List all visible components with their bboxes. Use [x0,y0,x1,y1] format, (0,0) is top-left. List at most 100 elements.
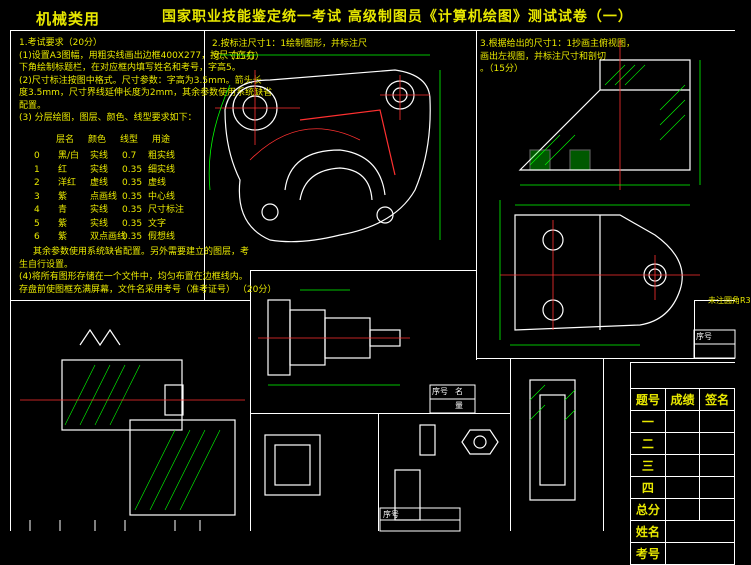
divider-q2-q3 [476,30,477,360]
layer-cell: 点画线 [90,191,118,202]
parts-lists [379,329,736,532]
score-row-label: 总分 [630,498,666,521]
sleeve-drawing [264,434,321,496]
layer-cell: 紫 [58,191,68,202]
shaft-drawing [267,299,401,376]
layer-cell: 0.35 [122,218,143,229]
q3-front-view [518,59,691,171]
exam-label: 考号 [630,542,666,565]
layer-cell: 0.35 [122,232,143,242]
layer-cell: 文字 [148,218,167,229]
layer-cell: 2 [34,178,40,188]
divider-lower-col [510,358,511,531]
layer-cell: 双点画线 [90,232,127,242]
top-frame-line [10,30,735,31]
divider-q1-q2 [204,30,205,300]
q2-centerlines [215,70,430,161]
table-row: 三 [630,454,735,477]
cad-drawings [20,40,736,532]
layer-cell: 中心线 [148,191,176,202]
name-label: 姓名 [630,520,666,543]
score-row-label: 一 [630,410,666,433]
layer-cell: 紫 [58,232,68,242]
layer-cell: 4 [34,205,40,215]
q1-tail-line: 其余参数使用系统缺省配置。另外需要建立的图层，考 [33,247,250,257]
page-title: 国家职业技能鉴定统一考试 高级制图员《计算机绘图》测试试卷（一） [162,9,633,25]
table-row: 四 [630,476,735,499]
q1-line: 下角绘制标题栏，在对应框内填写姓名和考号，字高5。 [19,63,241,73]
layer-cell: 1 [34,164,40,175]
layer-cell: 虚线 [90,178,109,188]
layer-cell: 3 [34,191,40,202]
score-header: 成绩 [664,388,701,411]
q3-dimensions [499,60,701,346]
parts-seq-label-3: 序号 [696,332,712,341]
divider-score-left [630,362,631,388]
score-header: 题号 [630,388,666,411]
q2-line: 寸。（15分） [212,51,264,62]
layer-cell: 青 [58,205,68,215]
score-row-label: 三 [630,454,666,477]
layer-cell: 实线 [90,164,109,175]
wheel-drawing [529,379,576,501]
table-row: 一 [630,410,735,433]
layer-cell: 0.35 [122,191,143,202]
q3-centerlines [500,40,700,330]
q3-line: 。（15分） [480,64,523,74]
shaft-dimensions [268,289,400,386]
layer-cell: 假想线 [148,232,176,242]
q3-text: 3.根据给出的尺寸1：1抄画主俯视图， 画出左视图，并标注尺寸和剖切 。（15分… [480,38,635,76]
assembly-hatch [64,364,221,511]
q1-line: 度3.5mm，尺寸界线延伸长度为2mm，其余参数使用系统缺省 [19,88,273,98]
score-row-label: 二 [630,432,666,455]
category-label: 机械类用 [36,10,101,28]
q1-line: (2)尺寸标注按图中格式。尺寸参数：字高为3.5mm。箭头长 [19,75,262,86]
q1-line: 1.考试要求（20分） [19,38,103,48]
divider-row1 [10,300,250,301]
layer-cell: 尺寸标注 [148,205,185,215]
left-frame-line [10,30,11,531]
parts-seq-label-2: 序号 [383,510,399,519]
layer-cell: 实线 [90,151,109,161]
divider-row1b [250,270,476,271]
table-row: 总分 [630,498,735,521]
divider-right-col2 [694,300,695,358]
score-table: 题号 成绩 签名 一 二 三 四 总分 姓名 考号 [630,388,736,565]
q1-tail: 其余参数使用系统缺省配置。另外需要建立的图层，考 生自行设置。 (4)将所有图形… [19,246,276,296]
table-row: 姓名 [630,520,736,543]
layer-cell: 0.35 [122,164,143,175]
layer-header: 颜色 [88,135,107,145]
q2-part-drawing [224,69,431,243]
parts-seq-label: 序号 [432,387,448,396]
layer-cell: 红 [58,164,68,175]
layer-header: 线型 [120,135,139,145]
divider-lower-row [250,413,510,414]
parts-qty-label: 量 [455,401,463,410]
layer-cell: 细实线 [148,164,176,175]
q3-top-view [514,214,683,331]
divider-lower-left [250,270,251,531]
q2-line: 2.按标注尺寸1：1绘制图形，并标注尺 [212,39,368,49]
layer-header: 用途 [152,135,171,145]
layer-cell: 0 [34,151,40,161]
list-item: 1 红 实线 0.35 细实线 [34,164,188,178]
q3-note: 未注圆角R3 [708,296,751,305]
layer-cell: 6 [34,232,40,242]
layer-cell: 粗实线 [148,151,176,161]
q1-line: 配置。 [19,100,47,111]
layer-header: 层名 [56,135,75,145]
layer-cell: 洋红 [58,178,77,188]
layer-cell: 0.7 [122,151,137,161]
layer-cell: 5 [34,218,40,229]
divider-lower-col2 [378,413,379,531]
q1-line: (3) 分层绘图，图层、颜色、线型要求如下： [19,113,197,123]
wheel-hatch [529,384,576,421]
layer-table: 层名 颜色 线型 用途 [34,134,170,147]
q1-text: 1.考试要求（20分） (1)设置A3图幅，用粗实线画出边框400X277，按尺… [19,37,272,125]
